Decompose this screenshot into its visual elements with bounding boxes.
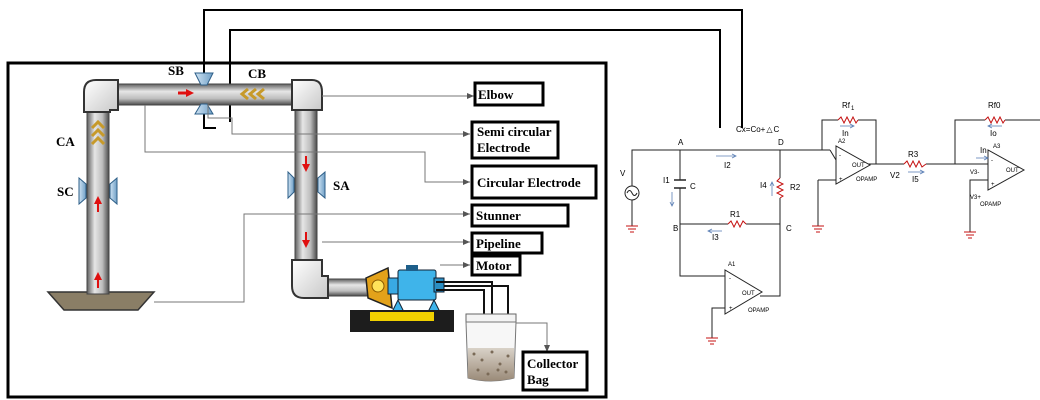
elbow-bottom [291, 259, 329, 299]
rf0-label: Rf0 [988, 101, 1001, 110]
label-sb: SB [168, 63, 184, 78]
collector-bag [465, 313, 517, 382]
svg-text:+: + [839, 177, 843, 183]
circuit-schematic: V C R2 R1 Rf 1 R3 Rf0 - + A1 OUT OPAMP [620, 101, 1040, 345]
svg-text:Stunner: Stunner [476, 208, 521, 223]
current-in2: In [980, 146, 987, 155]
source-label: V [620, 169, 626, 178]
svg-text:+: + [729, 306, 733, 312]
svg-text:Electrode: Electrode [477, 140, 530, 155]
capacitor-c [674, 179, 686, 189]
r2-label: R2 [790, 183, 801, 192]
node-d: D [778, 138, 784, 147]
sensor-sa [287, 170, 326, 200]
resistor-rf1 [837, 115, 859, 125]
v3-plus-label: V3+ [970, 195, 981, 201]
callout-stunner: Stunner [470, 203, 570, 228]
svg-text:OUT: OUT [1006, 168, 1019, 174]
svg-text:OPAMP: OPAMP [748, 308, 769, 314]
current-i1: I1 [663, 176, 670, 185]
outlet-pipes [436, 281, 509, 318]
svg-text:Semi circular: Semi circular [477, 124, 552, 139]
resistor-rf0 [984, 115, 1006, 125]
v2-label: V2 [890, 171, 900, 180]
motor [397, 269, 437, 301]
sensor-sc [78, 176, 118, 206]
current-i5: I5 [912, 175, 919, 184]
opamp-a3-caption: OPAMP [980, 202, 1001, 208]
ca-chevrons [90, 119, 106, 146]
callout-circular-electrode: Circular Electrode [470, 164, 598, 200]
svg-text:-: - [839, 153, 841, 159]
opamp-a1: - + A1 OUT OPAMP [724, 262, 769, 315]
svg-text:Pipeline: Pipeline [476, 236, 521, 251]
label-ca: CA [56, 134, 75, 149]
callout-motor: Motor [470, 254, 522, 277]
cb-chevrons [239, 87, 265, 101]
resistor-r3 [903, 159, 927, 169]
a2-label: A2 [838, 139, 846, 145]
callout-leaders [144, 93, 550, 352]
stunner-motor [350, 265, 454, 332]
current-in1: In [842, 129, 849, 138]
svg-text:-: - [729, 276, 731, 282]
svg-text:Collector: Collector [527, 356, 578, 371]
svg-text:Circular Electrode: Circular Electrode [477, 175, 581, 190]
cap-label: C [690, 182, 696, 191]
rf1-sub: 1 [851, 106, 855, 112]
opamp-a3: - + A3 OUT [987, 144, 1026, 191]
resistor-r1 [727, 219, 747, 229]
node-c: C [786, 224, 792, 233]
apparatus-diagram: SB CB CA SC SA [6, 9, 743, 399]
node-b: B [673, 224, 678, 233]
callout-elbow: Elbow [473, 81, 545, 107]
svg-text:+: + [991, 182, 995, 188]
r3-label: R3 [908, 150, 919, 159]
signal-wires [203, 9, 743, 129]
flow-arrows [94, 89, 310, 288]
r1-label: R1 [730, 210, 741, 219]
current-i3: I3 [712, 233, 719, 242]
elbow-top-left [83, 79, 119, 113]
opamp-a2: - + A2 OUT OPAMP [835, 139, 877, 185]
a1-label: A1 [728, 262, 736, 268]
svg-text:OUT: OUT [742, 291, 755, 297]
label-sa: SA [333, 178, 350, 193]
a3-label: A3 [993, 144, 1001, 150]
callout-collector-bag: Collector Bag [521, 350, 589, 392]
node-a: A [678, 138, 684, 147]
elbow-top-right [291, 79, 323, 111]
rf1-label: Rf [842, 101, 851, 110]
current-arrows [669, 123, 1002, 234]
ground-symbols [626, 225, 976, 345]
current-i2: I2 [724, 161, 731, 170]
callout-pipeline: Pipeline [470, 231, 544, 255]
svg-text:Bag: Bag [527, 372, 549, 387]
callout-semi-circular-electrode: Semi circular Electrode [470, 120, 560, 160]
svg-text:-: - [991, 158, 993, 164]
resistor-r2 [775, 177, 785, 199]
current-io: Io [990, 129, 997, 138]
top-pipe [111, 83, 297, 106]
svg-text:OPAMP: OPAMP [856, 177, 877, 183]
circuit-wires [631, 119, 1040, 338]
hopper [46, 291, 156, 311]
svg-text:Motor: Motor [476, 258, 512, 273]
v3-minus-label: V3- [970, 170, 979, 176]
current-i4: I4 [760, 181, 767, 190]
label-cb: CB [248, 66, 266, 81]
cx-equation: Cx=Co+△C [736, 125, 780, 134]
label-sc: SC [57, 184, 74, 199]
apparatus-frame [6, 61, 608, 399]
svg-text:Elbow: Elbow [478, 87, 514, 102]
svg-text:OUT: OUT [852, 163, 865, 169]
